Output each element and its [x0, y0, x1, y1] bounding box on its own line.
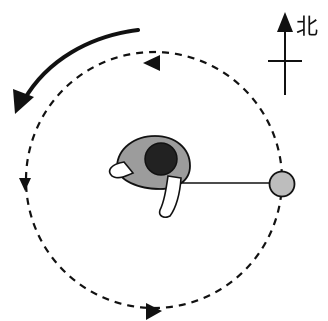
north-indicator: 北	[268, 12, 318, 95]
path-arrow-top-icon	[143, 55, 160, 71]
path-arrow-bottom-icon	[146, 303, 162, 320]
ball-icon	[270, 172, 295, 197]
north-label: 北	[296, 15, 318, 40]
person-top-view-icon	[110, 136, 190, 217]
path-arrow-left-icon	[19, 178, 31, 191]
rotation-curve	[24, 30, 138, 100]
person-head	[145, 143, 177, 175]
north-arrow-icon	[277, 12, 293, 32]
